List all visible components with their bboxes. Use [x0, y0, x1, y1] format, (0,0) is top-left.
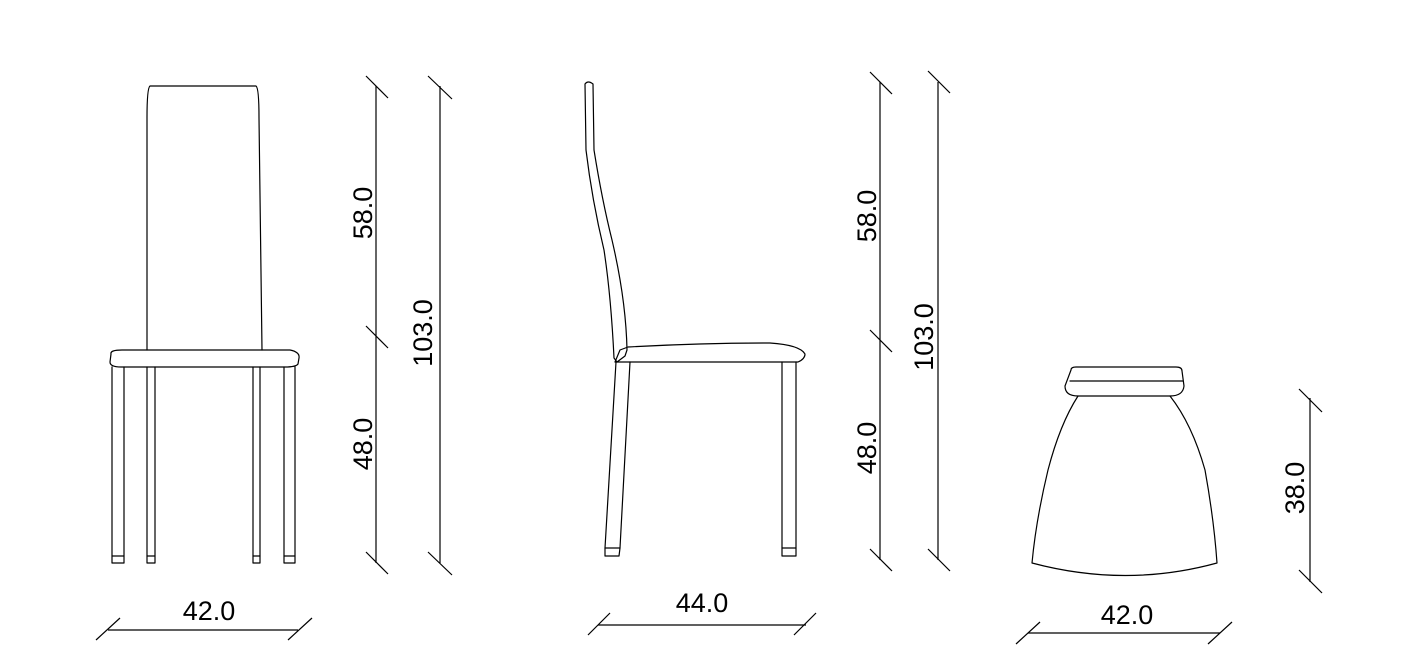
- side-height-dimensions: 58.0 48.0 103.0: [852, 70, 951, 572]
- side-depth-dimension: 44.0: [587, 588, 817, 636]
- side-back-height-label: 58.0: [852, 190, 882, 243]
- side-seat-height-label: 48.0: [852, 422, 882, 475]
- front-back-height-label: 58.0: [348, 187, 378, 240]
- front-width-label: 42.0: [183, 596, 236, 626]
- side-total-height-label: 103.0: [909, 303, 939, 371]
- chair-front-legs: [111, 366, 296, 564]
- front-total-height-label: 103.0: [408, 299, 438, 367]
- pouf-height-label: 38.0: [1280, 462, 1310, 515]
- side-depth-label: 44.0: [676, 588, 729, 618]
- chair-front-seat: [109, 349, 300, 368]
- front-seat-height-label: 48.0: [348, 418, 378, 471]
- pouf-body: [1031, 395, 1218, 577]
- chair-side-backrest: [584, 81, 628, 363]
- chair-side-seat: [614, 342, 806, 363]
- pouf-width-dimension: 42.0: [1015, 600, 1233, 645]
- pouf-height-dimension: 38.0: [1280, 388, 1323, 594]
- chair-front-view: [109, 85, 300, 564]
- chair-side-view: [584, 81, 806, 557]
- chair-front-backrest: [146, 85, 263, 351]
- front-height-dimensions: 58.0 48.0 103.0: [348, 75, 453, 576]
- pouf-view: [1031, 366, 1218, 577]
- front-width-dimension: 42.0: [95, 596, 313, 641]
- chair-side-legs: [604, 361, 797, 557]
- pouf-width-label: 42.0: [1101, 600, 1154, 630]
- pouf-cushion: [1064, 366, 1185, 397]
